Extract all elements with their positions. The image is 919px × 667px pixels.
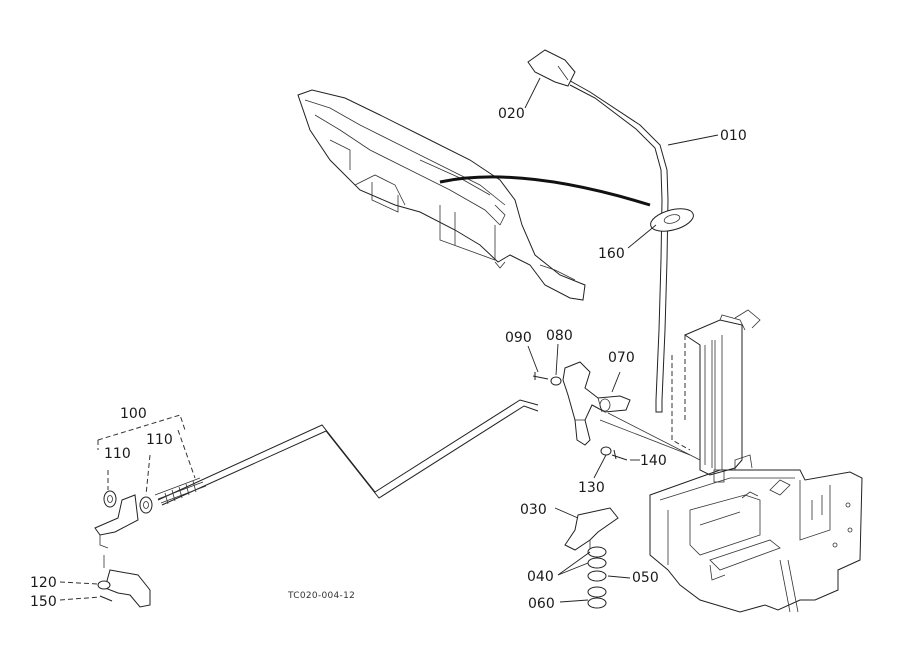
callout-090: 090: [505, 330, 532, 346]
callout-040: 040: [527, 569, 554, 585]
leader-lines: [59, 77, 719, 603]
cable-wire: [439, 175, 651, 207]
callout-060: 060: [528, 596, 555, 612]
callout-110-left: 110: [104, 446, 131, 462]
pin-and-washer: [532, 372, 562, 386]
callout-050: 050: [632, 570, 659, 586]
nut-right: [139, 496, 153, 514]
callout-labels: 010 020 160 090 080 070 100 110 110 140 …: [30, 106, 747, 612]
callout-020: 020: [498, 106, 525, 122]
grommet: [650, 208, 694, 232]
callout-150: 150: [30, 594, 57, 610]
callout-130: 130: [578, 480, 605, 496]
group-bracket-100: [97, 414, 186, 441]
connecting-rod: [154, 399, 539, 506]
callout-120: 120: [30, 575, 57, 591]
link-rod: [607, 412, 701, 461]
callout-010: 010: [720, 128, 747, 144]
shift-guide-plate: [671, 309, 761, 483]
lower-left-lever: [97, 555, 151, 608]
callout-030: 030: [520, 502, 547, 518]
bracket-plate: [564, 507, 619, 555]
link-rod-2: [599, 419, 691, 456]
callout-160: 160: [598, 246, 625, 262]
shift-lever: [527, 49, 669, 413]
shift-arm-assembly: [562, 361, 631, 446]
callout-140: 140: [640, 453, 667, 469]
transmission-housing: [649, 454, 863, 613]
leader-110-right: [145, 454, 151, 496]
callout-070: 070: [608, 350, 635, 366]
clevis-bracket: [94, 494, 139, 549]
callout-080: 080: [546, 328, 573, 344]
callout-110-right: 110: [146, 432, 173, 448]
drawing-code: TC020-004-12: [287, 591, 355, 601]
dashboard-panel: [297, 89, 586, 301]
callout-100: 100: [120, 406, 147, 422]
leader-100-rod: [177, 429, 196, 479]
nut-left: [103, 490, 117, 508]
washer-stack: [587, 546, 607, 609]
